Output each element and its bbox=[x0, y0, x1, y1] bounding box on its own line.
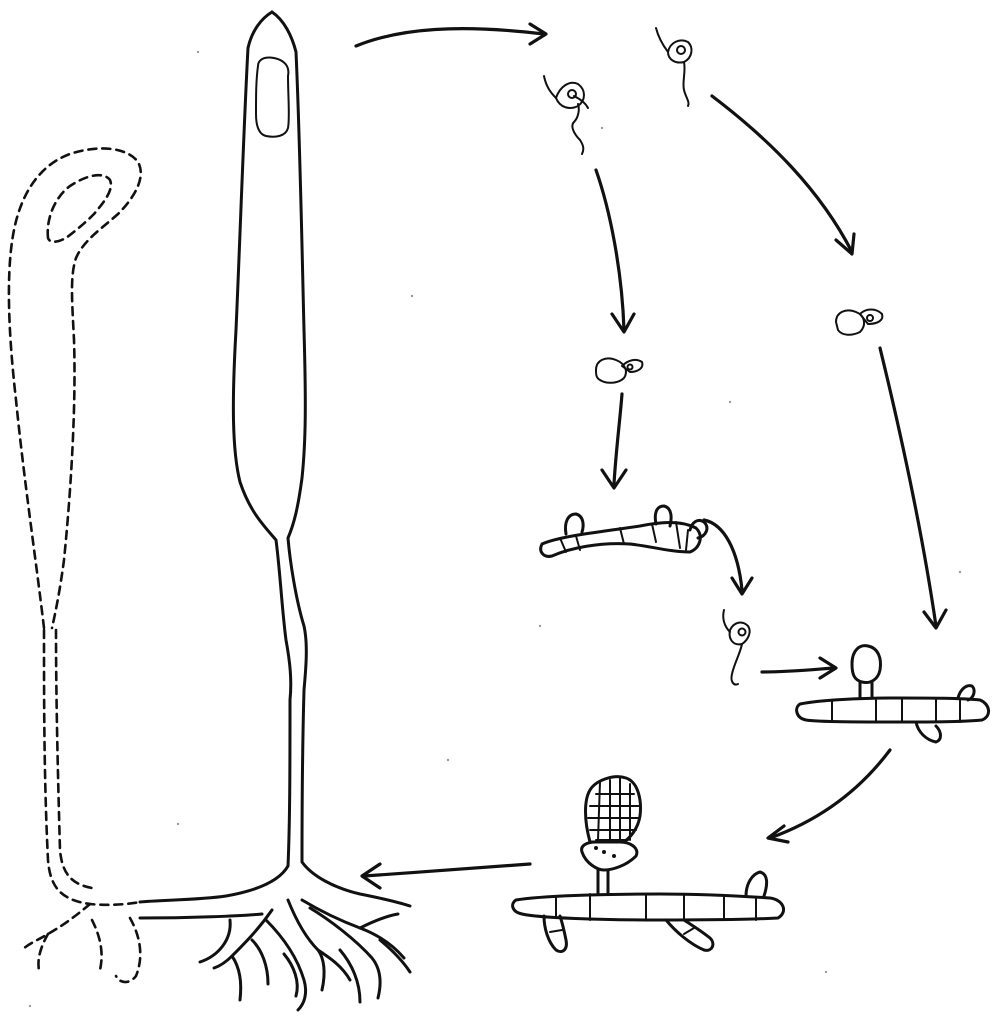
arrow-left-1 bbox=[596, 170, 624, 330]
encysted-spore-left bbox=[596, 358, 642, 382]
cycle-arrows bbox=[356, 24, 946, 888]
dashed-outline-stage bbox=[9, 148, 141, 982]
sporangium-on-filament bbox=[513, 777, 784, 952]
zoospore-lower bbox=[723, 610, 749, 685]
zoospore-upper-left bbox=[544, 76, 588, 154]
arrow-right-3 bbox=[770, 750, 890, 838]
arrow-left-2 bbox=[614, 394, 622, 484]
arrow-left-4 bbox=[762, 668, 834, 672]
zoospore-upper-right bbox=[656, 28, 691, 106]
arrow-right-2 bbox=[880, 348, 936, 626]
arrow-left-3 bbox=[704, 520, 742, 590]
arrow-right-1 bbox=[712, 96, 852, 252]
arrow-top bbox=[356, 29, 544, 46]
fruiting-body bbox=[140, 12, 410, 1010]
arrow-bottom bbox=[364, 864, 530, 876]
scan-specks bbox=[29, 51, 961, 1007]
encysted-spore-right bbox=[836, 310, 882, 335]
germinating-filament bbox=[541, 506, 707, 556]
